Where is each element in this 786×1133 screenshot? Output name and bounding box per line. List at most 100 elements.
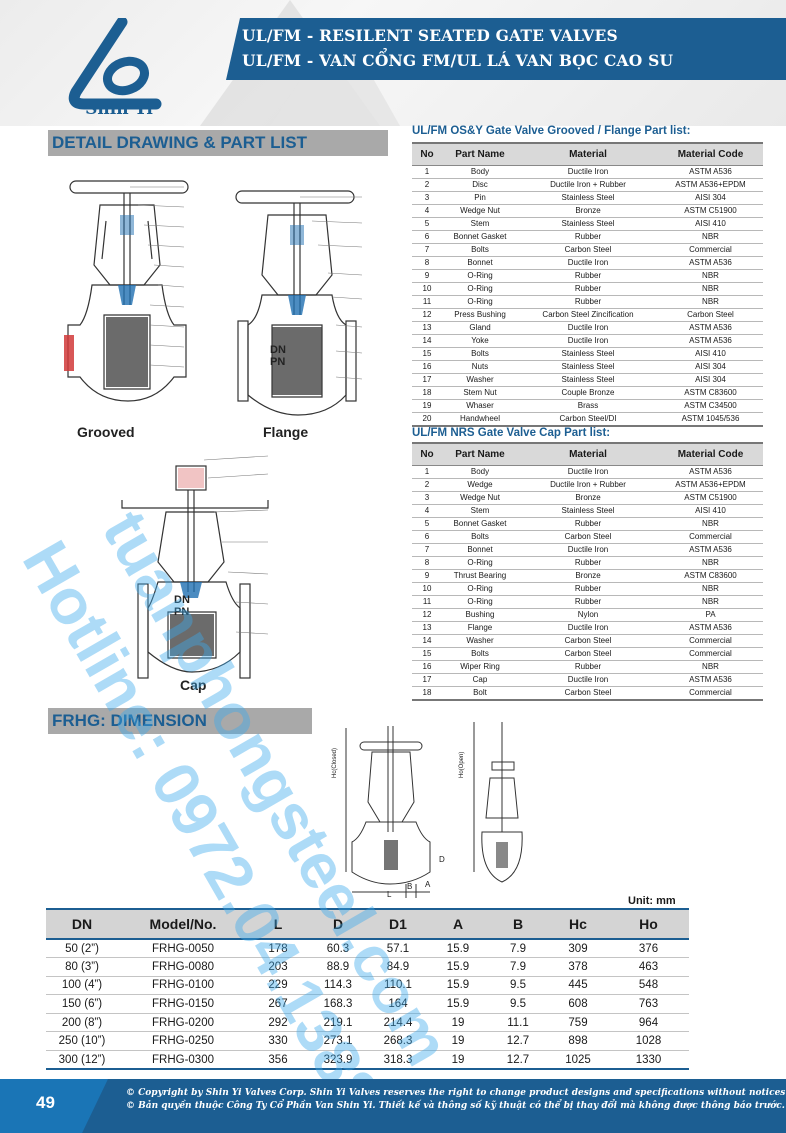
dim-cell: 7.9 <box>488 957 548 977</box>
part-material: Ductile Iron <box>518 165 658 179</box>
ho-open-label: Ho(Open) <box>459 751 465 778</box>
nrs-table-title: UL/FM NRS Gate Valve Cap Part list: <box>412 427 611 439</box>
dim-cell: 60.3 <box>308 939 368 959</box>
part-material: Ductile Iron <box>518 334 658 348</box>
part-no: 14 <box>412 334 442 348</box>
part-no: 12 <box>412 608 442 622</box>
part-material: Stainless Steel <box>518 360 658 374</box>
dim-cell: FRHG-0080 <box>118 957 248 977</box>
part-no: 9 <box>412 269 442 283</box>
part-name: Press Bushing <box>442 308 518 322</box>
dim-cell: 318.3 <box>368 1050 428 1071</box>
dim-cell: 88.9 <box>308 957 368 977</box>
part-material-code: ASTM A536 <box>658 321 763 335</box>
dim-cell: 19 <box>428 1013 488 1033</box>
dim-cell: 267 <box>248 994 308 1014</box>
dim-cell: 15.9 <box>428 939 488 959</box>
part-material: Carbon Steel Zincification <box>518 308 658 322</box>
part-material-code: ASTM 1045/536 <box>658 412 763 427</box>
header-title-vi: UL/FM - VAN CỔNG FM/UL LÁ VAN BỌC CAO SU <box>242 51 674 70</box>
dim-cell: FRHG-0200 <box>118 1013 248 1033</box>
flange-valve-drawing <box>235 190 363 416</box>
part-material: Brass <box>518 399 658 413</box>
l-label: L <box>387 890 392 899</box>
part-no: 14 <box>412 634 442 648</box>
dim-cell: 250 (10”) <box>46 1031 118 1052</box>
part-name: O-Ring <box>442 269 518 283</box>
part-no: 1 <box>412 165 442 179</box>
part-material-code: ASTM A536+EPDM <box>658 478 763 492</box>
dim-cell: 763 <box>608 994 689 1014</box>
dim-cell: 9.5 <box>488 994 548 1014</box>
flange-pn-label: PN <box>270 356 286 368</box>
dim-cell: FRHG-0300 <box>118 1050 248 1071</box>
part-material-code: NBR <box>658 282 763 296</box>
grooved-label: Grooved <box>77 424 135 440</box>
part-material-code: ASTM A536 <box>658 334 763 348</box>
part-name: Pin <box>442 191 518 205</box>
part-name: O-Ring <box>442 595 518 609</box>
part-name: Bolts <box>442 647 518 661</box>
part-no: 5 <box>412 517 442 531</box>
part-name: Gland <box>442 321 518 335</box>
dim-cell: 309 <box>548 939 608 959</box>
dim-cell: 84.9 <box>368 957 428 977</box>
dim-cell: 168.3 <box>308 994 368 1014</box>
part-name: Wedge Nut <box>442 204 518 218</box>
dim-header: D1 <box>368 908 428 940</box>
part-name: O-Ring <box>442 582 518 596</box>
dim-cell: 178 <box>248 939 308 959</box>
dim-cell: 608 <box>548 994 608 1014</box>
part-material: Ductile Iron <box>518 256 658 270</box>
part-name: Bonnet Gasket <box>442 517 518 531</box>
logo-text: Shin Yi <box>85 99 153 119</box>
part-material-code: ASTM C51900 <box>658 204 763 218</box>
dim-header: DN <box>46 908 118 940</box>
dim-cell: 100 (4”) <box>46 976 118 996</box>
dim-cell: 214.4 <box>368 1013 428 1033</box>
part-material-code: ASTM A536 <box>658 465 763 479</box>
part-material: Bronze <box>518 204 658 218</box>
part-material-code: NBR <box>658 660 763 674</box>
col-material-code: Material Code <box>658 442 763 466</box>
dim-cell: 1028 <box>608 1031 689 1052</box>
dim-cell: 463 <box>608 957 689 977</box>
part-material-code: ASTM A536 <box>658 256 763 270</box>
part-material-code: AISI 410 <box>658 217 763 231</box>
dim-cell: 1025 <box>548 1050 608 1071</box>
cap-label: Cap <box>180 677 207 693</box>
header-title-band <box>226 18 786 80</box>
part-material: Rubber <box>518 230 658 244</box>
col-material: Material <box>518 142 658 166</box>
dim-cell: 548 <box>608 976 689 996</box>
part-material-code: NBR <box>658 269 763 283</box>
dim-cell: 219.1 <box>308 1013 368 1033</box>
hc-closed-label: Hc(Closed) <box>332 747 338 778</box>
dim-header: L <box>248 908 308 940</box>
part-no: 2 <box>412 178 442 192</box>
dim-cell: 445 <box>548 976 608 996</box>
col-no: No <box>412 442 442 466</box>
copyright-en: © Copyright by Shin Yi Valves Corp. Shin… <box>126 1088 786 1098</box>
dim-cell: 12.7 <box>488 1031 548 1052</box>
part-material: Carbon Steel <box>518 243 658 257</box>
part-no: 13 <box>412 621 442 635</box>
part-material-code: ASTM A536 <box>658 543 763 557</box>
part-material-code: ASTM C51900 <box>658 491 763 505</box>
